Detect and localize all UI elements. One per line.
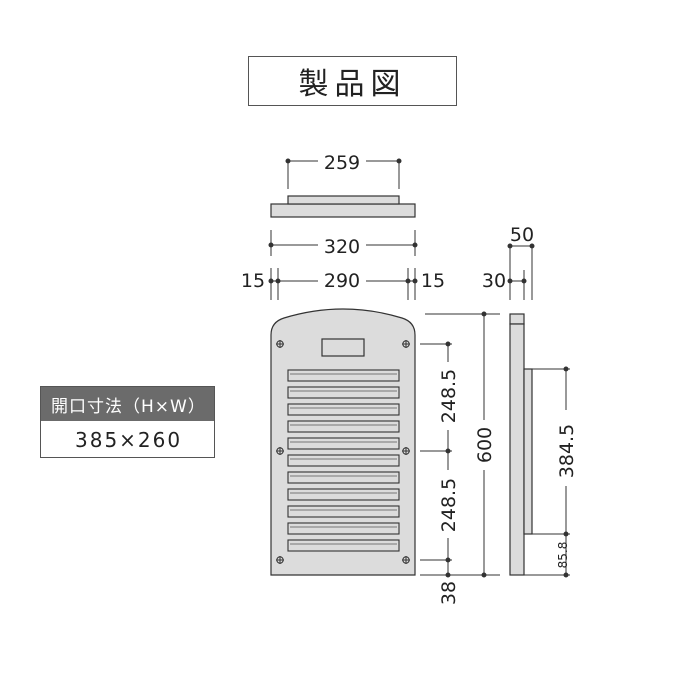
louver-slat — [287, 522, 400, 535]
dim-total-height — [425, 311, 500, 578]
dim-inner-width — [268, 268, 418, 300]
title-box: 製品図 — [248, 56, 457, 106]
louver-slat — [287, 454, 400, 467]
opening-size-box: 開口寸法（H×W） 385×260 — [40, 386, 215, 458]
dim-depth-total — [507, 243, 535, 300]
louver-slat — [287, 386, 400, 399]
dim-opening-upper-half-label: 248.5 — [438, 369, 460, 423]
dim-bottom-margin-label: 38 — [438, 581, 460, 605]
top-view-body — [287, 195, 400, 205]
dim-total-width-label: 320 — [324, 236, 360, 258]
opening-size-value: 385×260 — [75, 428, 183, 452]
louver-slat — [287, 420, 400, 433]
dim-side-margin-right-label: 15 — [421, 270, 445, 292]
side-view-duct — [523, 368, 533, 535]
dim-opening-lower-half-label: 248.5 — [438, 478, 460, 532]
dim-top-width-inner — [285, 158, 402, 189]
louver-slat — [287, 403, 400, 416]
side-view-cap — [509, 313, 525, 325]
side-view-body — [509, 323, 525, 576]
louver-slat — [287, 471, 400, 484]
dim-side-margin-left-label: 15 — [241, 270, 265, 292]
dim-depth-total-label: 50 — [510, 224, 534, 246]
dim-total-width — [268, 230, 418, 256]
page-title: 製品図 — [298, 67, 407, 102]
dim-side-opening — [524, 366, 570, 578]
dim-side-opening-height-label: 384.5 — [556, 424, 578, 478]
louver-slat — [287, 437, 400, 450]
dim-side-bottom-offset-label: 85.8 — [556, 542, 570, 569]
dim-opening-halves — [420, 341, 500, 578]
opening-size-label: 開口寸法（H×W） — [41, 387, 214, 421]
dim-depth-body — [507, 270, 527, 300]
dim-total-height-label: 600 — [474, 427, 496, 463]
louver-slat — [287, 369, 400, 382]
top-view-flange — [270, 203, 416, 218]
name-plate — [321, 338, 365, 357]
louver-slat — [287, 539, 400, 552]
dim-depth-body-label: 30 — [482, 270, 506, 292]
louver-slat — [287, 505, 400, 518]
dim-inner-width-label: 290 — [324, 270, 360, 292]
louver-slats — [287, 369, 400, 552]
louver-slat — [287, 488, 400, 501]
front-view — [270, 308, 416, 576]
top-view — [270, 195, 416, 218]
dim-top-width-inner-label: 259 — [324, 152, 360, 174]
side-view — [509, 313, 533, 576]
